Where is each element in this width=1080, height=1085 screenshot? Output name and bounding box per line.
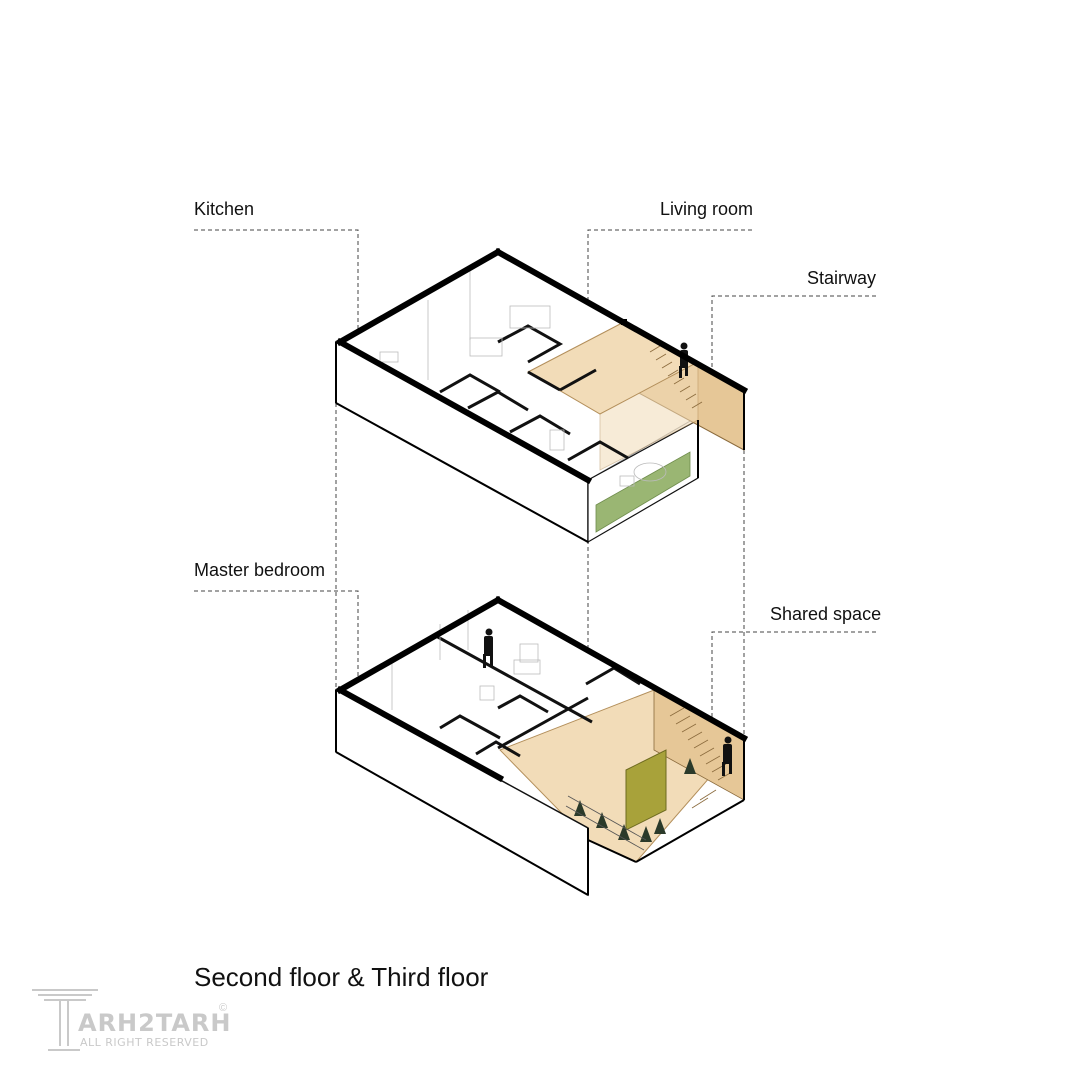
lower-railing: [565, 795, 647, 851]
shared-space-label: Shared space: [770, 604, 882, 624]
stairway-label: Stairway: [807, 268, 877, 288]
master-bedroom-label: Master bedroom: [194, 560, 326, 580]
living-room-label: Living room: [660, 199, 754, 219]
living-room-leader: [587, 229, 752, 330]
shared-space-leader: [711, 631, 876, 720]
master-bedroom-leader: [194, 590, 359, 690]
lower-person-silhouette-2: [722, 736, 732, 776]
kitchen-label: Kitchen: [194, 199, 255, 219]
upper-green-floor: [595, 451, 691, 533]
upper-furniture: [379, 270, 667, 487]
diagram-title: Second floor & Third floor: [194, 962, 489, 992]
watermark-rights: ALL RIGHT RESERVED: [80, 1036, 209, 1049]
watermark-name: ARH2TARH: [78, 1009, 232, 1037]
lower-outline: [335, 690, 745, 896]
upper-walls: [335, 247, 749, 485]
lower-walls: [335, 595, 749, 783]
stairway-leader: [711, 295, 876, 395]
lower-person-silhouette-1: [483, 628, 493, 668]
kitchen-leader: [194, 229, 359, 340]
lower-floor: [334, 595, 749, 897]
leader-lines: [194, 229, 876, 890]
upper-floor: [334, 247, 749, 544]
copyright-icon: ©: [219, 1002, 228, 1014]
upper-stair-treads: [649, 345, 703, 409]
upper-partitions: [439, 324, 629, 462]
lower-furniture: [391, 610, 541, 710]
watermark-logo-icon: [32, 989, 98, 1051]
olive-panel: [625, 749, 667, 831]
upper-front-bottom: [335, 402, 589, 543]
